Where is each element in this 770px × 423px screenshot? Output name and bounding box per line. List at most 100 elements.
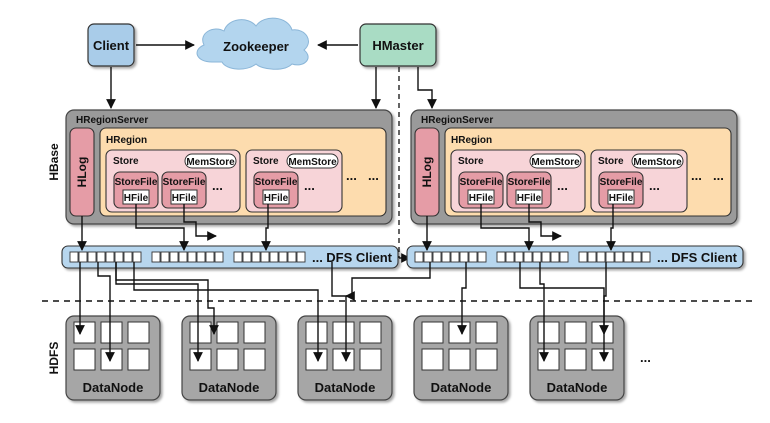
more-regions-ellipsis: ...: [713, 168, 724, 183]
dfs-client-bar: DFS Client...: [406, 245, 744, 269]
memstore-label: MemStore: [633, 157, 682, 168]
more-storefiles-ellipsis: ...: [649, 178, 660, 193]
datanode-block: [448, 348, 471, 371]
dfs-buffer-3: [578, 251, 651, 263]
datanode-block: [359, 321, 382, 344]
datanode-block: [127, 321, 150, 344]
storefile-label: StoreFile: [508, 177, 551, 188]
hfile-label: HFile: [264, 193, 289, 204]
datanode-block: [591, 321, 614, 344]
datanode-3: DataNode: [297, 315, 393, 401]
datanode-block: [127, 348, 150, 371]
datanode-label: DataNode: [431, 380, 492, 395]
dfs-to-datanode-arrow: [115, 262, 219, 335]
dfs-to-datanode-arrow: [133, 262, 323, 362]
client-label: Client: [93, 38, 130, 53]
hregionserver-title: HRegionServer: [421, 115, 493, 126]
datanode-label: DataNode: [83, 380, 144, 395]
datanode-block: [189, 348, 212, 371]
hlog-label: HLog: [420, 157, 434, 188]
store-label: Store: [253, 156, 279, 167]
dfs-to-datanode-arrow: [599, 262, 609, 335]
datanode-2: DataNode: [181, 315, 277, 401]
datanode-block: [100, 321, 123, 344]
hfile-to-dfs-arrow: [528, 204, 562, 241]
datanode-block: [73, 321, 96, 344]
dfs-to-datanode-arrow: [345, 262, 431, 301]
hlog-label: HLog: [75, 157, 89, 188]
hfile-to-dfs-arrow: [480, 204, 534, 251]
dfs-client-bar: DFS Client...: [61, 245, 399, 269]
hmaster-node: HMaster: [359, 23, 437, 67]
dfs-to-datanode-arrow: [539, 262, 549, 362]
datanode-4: DataNode: [413, 315, 509, 401]
memstore-label: MemStore: [186, 157, 235, 168]
store-2: Store MemStoreStoreFileHFile...: [590, 149, 688, 213]
hfile-label: HFile: [469, 193, 494, 204]
hbase-section-label: HBase: [47, 143, 61, 181]
store-label: Store: [113, 156, 139, 167]
storefile-label: StoreFile: [460, 177, 503, 188]
hmaster-label: HMaster: [372, 38, 423, 53]
datanode-block: [305, 348, 328, 371]
datanode-block: [73, 348, 96, 371]
store-label: Store: [598, 156, 624, 167]
more-stores-ellipsis: ...: [346, 168, 357, 183]
dfs-client-label: DFS Client: [326, 250, 392, 265]
datanode-block: [421, 348, 444, 371]
memstore-label: MemStore: [531, 157, 580, 168]
more-datanodes-ellipsis: ...: [640, 350, 651, 365]
more-stores-ellipsis: ...: [691, 168, 702, 183]
datanode-block: [564, 348, 587, 371]
more-regions-ellipsis: ...: [368, 168, 379, 183]
hregion-title: HRegion: [106, 135, 147, 146]
hfile-label: HFile: [517, 193, 542, 204]
hregion-title: HRegion: [451, 135, 492, 146]
storefile-label: StoreFile: [115, 177, 158, 188]
store-label: Store: [458, 156, 484, 167]
datanode-block: [216, 348, 239, 371]
dfs-more-ellipsis: ...: [657, 250, 668, 265]
storefile-label: StoreFile: [600, 177, 643, 188]
storefile-label: StoreFile: [163, 177, 206, 188]
hregionserver-title: HRegionServer: [76, 115, 148, 126]
datanode-block: [332, 348, 355, 371]
hmaster-to-server2-arrow: [417, 67, 437, 109]
storefile-label: StoreFile: [255, 177, 298, 188]
dfs-client-label: DFS Client: [671, 250, 737, 265]
datanode-block: [332, 321, 355, 344]
dfs-to-datanode-arrow: [331, 262, 351, 362]
datanode-label: DataNode: [315, 380, 376, 395]
datanode-block: [189, 321, 212, 344]
datanode-block: [359, 348, 382, 371]
hfile-to-dfs-arrow: [135, 204, 189, 251]
datanode-block: [243, 348, 266, 371]
datanode-block: [243, 321, 266, 344]
dfs-buffer-2: [496, 251, 569, 263]
datanode-block: [421, 321, 444, 344]
dfs-to-datanode-arrow: [457, 262, 467, 335]
hfile-to-dfs-arrow: [261, 204, 271, 251]
datanode-block: [448, 321, 471, 344]
datanode-block: [475, 321, 498, 344]
datanode-block: [591, 348, 614, 371]
hfile-label: HFile: [172, 193, 197, 204]
hdfs-section-label: HDFS: [47, 342, 61, 375]
datanode-block: [305, 321, 328, 344]
dfs-to-datanode-arrow: [97, 262, 115, 362]
datanode-block: [537, 348, 560, 371]
dfs-buffer-3: [233, 251, 306, 263]
datanode-block: [475, 348, 498, 371]
hfile-to-dfs-arrow: [606, 204, 616, 251]
hfile-label: HFile: [609, 193, 634, 204]
